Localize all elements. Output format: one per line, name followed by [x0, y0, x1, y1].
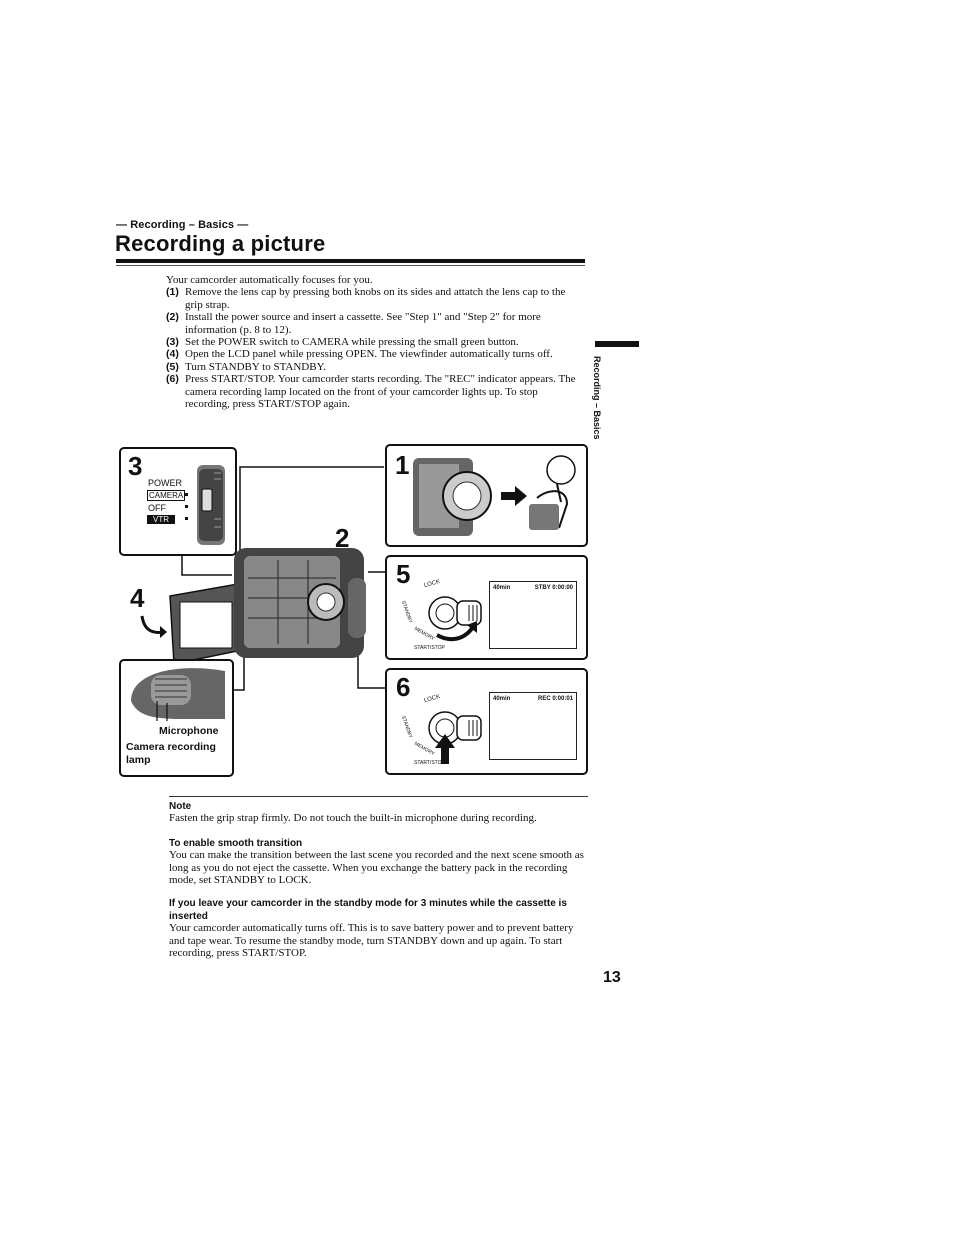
lock-label: LOCK: [423, 578, 441, 590]
camera-lamp-callout: Camera recording lamp: [126, 741, 216, 766]
tape-remaining: 40min: [493, 585, 511, 591]
tape-remaining: 40min: [493, 696, 511, 702]
standby-label: STANDBY: [399, 600, 414, 624]
viewfinder-screen-standby: 40min STBY 0:00:00: [489, 581, 577, 649]
step-text: Open the LCD panel while pressing OPEN. …: [185, 348, 553, 361]
panel-step-6: 6 LOCK STANDBY MEMORY START/STOP 40min RE…: [385, 668, 588, 775]
vtr-position-label: VTR: [147, 515, 175, 524]
viewfinder-screen-recording: 40min REC 0:00:01: [489, 692, 577, 760]
intro-lead: Your camcorder automatically focuses for…: [166, 274, 373, 286]
title-rule-thin: [116, 265, 585, 266]
step-number: (6): [166, 373, 179, 386]
off-position-label: OFF: [148, 503, 166, 513]
microphone-illustration: [131, 668, 225, 721]
lens-cap-illustration: [413, 455, 576, 536]
step-number: (5): [166, 360, 179, 373]
smooth-transition-heading: To enable smooth transition: [169, 838, 303, 849]
start-stop-press-icon: [428, 711, 482, 764]
power-switch-icon: [185, 465, 225, 545]
step-number: (4): [166, 348, 179, 361]
start-stop-label: START/STOP: [414, 760, 445, 766]
instructions: Your camcorder automatically focuses for…: [166, 274, 576, 410]
open-lcd-arrow-icon: [140, 615, 167, 638]
title-rule: [116, 259, 585, 263]
note-rule: [169, 796, 588, 797]
step-item: (5) Turn STANDBY to STANDBY.: [166, 361, 576, 373]
memory-label: MEMORY: [413, 625, 436, 643]
start-stop-label: START/STOP: [414, 645, 445, 651]
standby-dial-icon: [428, 596, 482, 642]
power-label: POWER: [148, 478, 183, 488]
step-4-number: 4: [130, 583, 145, 613]
camcorder-illustration: [169, 548, 366, 665]
step-item: (2) Install the power source and insert a…: [166, 311, 576, 336]
smooth-transition-text: You can make the transition between the …: [169, 849, 584, 886]
step-5-number: 5: [396, 559, 411, 589]
step-number: (3): [166, 336, 179, 349]
standby-label: STANDBY: [399, 715, 414, 739]
step-number: (2): [166, 311, 179, 324]
step-1-number: 1: [395, 450, 410, 480]
step-text: Press START/STOP. Your camcorder starts …: [185, 373, 576, 411]
section-header: — Recording – Basics —: [116, 219, 249, 231]
memory-label: MEMORY: [413, 740, 436, 758]
note-text: Fasten the grip strap firmly. Do not tou…: [169, 812, 537, 824]
note-heading: Note: [169, 801, 192, 812]
side-tab-marker: [595, 341, 639, 347]
page-number: 13: [603, 969, 621, 986]
step-item: (4) Open the LCD panel while pressing OPE…: [166, 348, 576, 360]
panel-step-1: 1: [385, 444, 588, 547]
side-tab-text: Recording – Basics: [592, 356, 602, 440]
step-6-number: 6: [396, 672, 411, 702]
panel-step-5: 5 LOCK STANDBY MEMORY START/STOP 40min ST…: [385, 555, 588, 660]
standby-mode-heading: If you leave your camcorder in the stand…: [169, 898, 567, 922]
panel-microphone: Microphone Camera recording lamp: [119, 659, 234, 777]
standby-mode-text: Your camcorder automatically turns off. …: [169, 922, 574, 959]
step-number: (1): [166, 286, 179, 299]
step-item: (6) Press START/STOP. Your camcorder star…: [166, 373, 576, 410]
lock-label: LOCK: [423, 693, 441, 705]
panel-step-3: 3 POWER CAMERA OFF VTR: [119, 447, 237, 556]
step-3-number: 3: [128, 451, 143, 481]
standby-status: STBY 0:00:00: [534, 585, 573, 591]
step-text: Turn STANDBY to STANDBY.: [185, 360, 326, 373]
page-title: Recording a picture: [115, 231, 326, 256]
step-text: Set the POWER switch to CAMERA while pre…: [185, 336, 519, 349]
microphone-callout: Microphone: [159, 725, 219, 737]
step-item: (3) Set the POWER switch to CAMERA while …: [166, 336, 576, 348]
camera-position-label: CAMERA: [147, 490, 186, 501]
step-item: (1) Remove the lens cap by pressing both …: [166, 286, 576, 311]
step-text: Remove the lens cap by pressing both kno…: [185, 286, 566, 311]
step-text: Install the power source and insert a ca…: [185, 311, 541, 336]
step-2-number: 2: [335, 523, 350, 553]
rec-status: REC 0:00:01: [537, 696, 573, 702]
side-tab-label: Recording – Basics: [589, 356, 603, 446]
